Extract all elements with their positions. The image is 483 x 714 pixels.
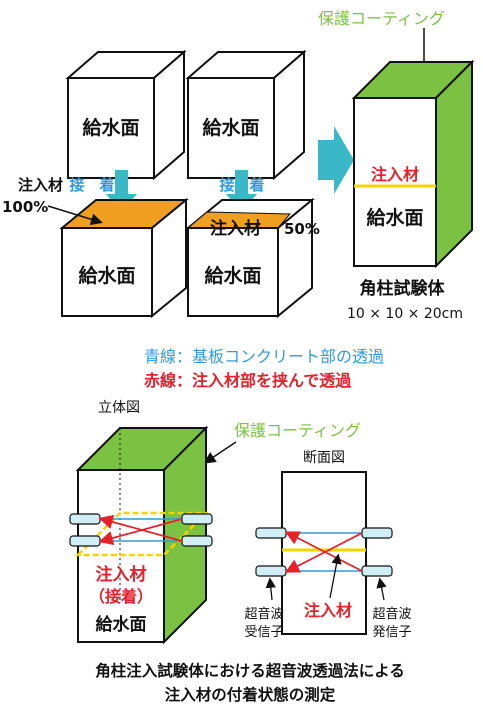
material-50-label: 注入材 xyxy=(210,218,261,239)
solid-transducers xyxy=(69,513,213,547)
solid-adhesion-label: （接着） xyxy=(89,587,153,606)
coating-label-bottom: 保護コーティング xyxy=(234,421,361,440)
transmitter-label-1: 超音波 xyxy=(372,606,411,622)
lower-block-2: 給水面 xyxy=(185,197,315,319)
material-100-callout: 注入材 100% xyxy=(2,176,103,226)
section-wave-paths xyxy=(284,531,363,573)
adhere-label-2: 接 着 xyxy=(219,176,264,194)
section-material-label: 注入材 xyxy=(304,601,352,620)
prism-specimen: 注入材 給水面 xyxy=(351,59,475,269)
caption-line-2: 注入材の付着状態の測定 xyxy=(165,685,336,704)
specimen-material-label: 注入材 xyxy=(371,165,419,184)
legend-red-line: 赤線：注入材部を挟んで透過 xyxy=(144,371,352,390)
material-50-pct: 50% xyxy=(284,220,320,238)
lower-block-1: 給水面 xyxy=(59,197,189,319)
adhere-arrow-1: 接 着 xyxy=(69,170,137,212)
section-pointers xyxy=(265,553,387,601)
receiver-label-1: 超音波 xyxy=(244,606,283,622)
upper-block-2: 給水面 xyxy=(185,49,307,181)
lower-block-2-label: 給水面 xyxy=(204,264,261,287)
specimen-title: 角柱試験体 xyxy=(360,278,446,299)
section-view-label: 断面図 xyxy=(303,450,345,466)
upper-block-2-label: 給水面 xyxy=(202,116,259,139)
solid-specimen xyxy=(74,425,210,645)
solid-material-label: 注入材 xyxy=(96,564,147,585)
receiver-label-2: 受信子 xyxy=(244,625,283,640)
solid-view-label: 立体図 xyxy=(98,400,140,416)
lower-block-1-label: 給水面 xyxy=(78,264,135,287)
solid-wave-paths xyxy=(98,514,183,546)
adhere-label-1: 接 着 xyxy=(69,176,114,194)
specimen-face-label: 給水面 xyxy=(366,206,423,229)
caption-line-1: 角柱注入試験体における超音波透過法による xyxy=(95,661,405,680)
specimen-size: 10 × 10 × 20cm xyxy=(347,306,463,322)
coating-label-top: 保護コーティング xyxy=(318,9,445,28)
material-100-pct: 100% xyxy=(2,198,48,216)
process-arrow xyxy=(318,126,354,194)
legend-blue-line: 青線：基板コンクリート部の透過 xyxy=(144,347,384,366)
upper-block-1: 給水面 xyxy=(65,49,187,181)
upper-block-1-label: 給水面 xyxy=(82,116,139,139)
material-100-label: 注入材 xyxy=(18,176,63,194)
transmitter-label-2: 発信子 xyxy=(372,625,411,640)
coating-pointer-bottom xyxy=(203,441,237,464)
solid-face-label: 給水面 xyxy=(96,614,147,635)
